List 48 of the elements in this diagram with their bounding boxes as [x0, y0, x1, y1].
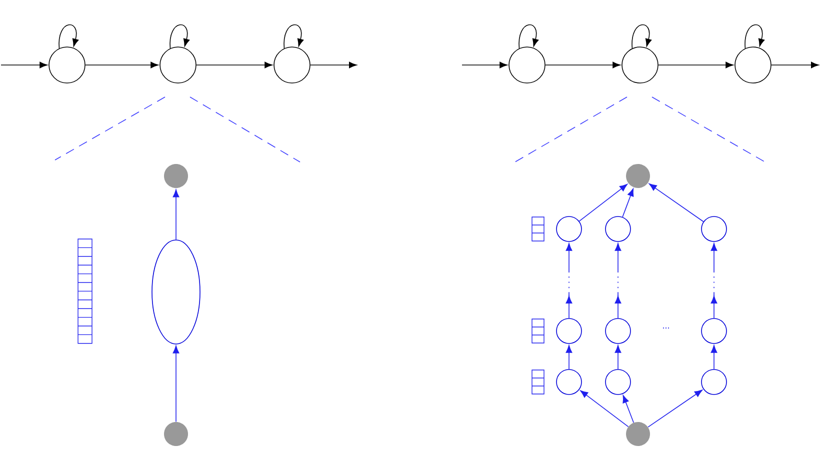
arrow — [566, 345, 572, 370]
arrow — [196, 62, 272, 68]
arrow — [648, 390, 702, 428]
arrow — [580, 390, 629, 428]
arrow — [85, 62, 158, 68]
circle-node — [701, 318, 727, 344]
state-circle — [508, 46, 546, 84]
state-circle — [160, 46, 196, 84]
arrow — [58, 24, 79, 49]
circle-node — [556, 369, 582, 395]
circle-node — [701, 216, 727, 242]
filled-circle — [164, 164, 188, 188]
arrow — [0, 62, 48, 68]
state-circle — [734, 46, 772, 84]
arrow — [622, 188, 634, 218]
circle-node — [605, 216, 631, 242]
arrow — [172, 189, 180, 240]
arrow — [710, 345, 718, 370]
circle-node — [701, 369, 727, 395]
arrow — [648, 183, 704, 222]
arrow — [172, 346, 180, 422]
arrow — [578, 184, 628, 222]
circle-node — [605, 318, 631, 344]
arrow — [744, 24, 765, 49]
circle-node — [556, 216, 582, 242]
arrow — [614, 345, 622, 370]
arrow — [310, 62, 357, 68]
arrow — [658, 62, 734, 68]
filled-circle — [626, 164, 650, 188]
circle-node — [605, 369, 631, 395]
circle-node — [556, 318, 582, 344]
state-circle — [48, 46, 86, 84]
ellipse-node — [152, 240, 200, 344]
filled-circle — [164, 422, 188, 446]
arrow — [518, 24, 539, 49]
arrow — [170, 24, 190, 49]
arrow — [284, 24, 304, 49]
arrow — [622, 395, 634, 423]
arrow — [566, 243, 572, 318]
arrow — [632, 24, 652, 49]
arrow — [545, 62, 620, 68]
state-circle — [622, 46, 658, 84]
arrow — [771, 62, 819, 68]
state-circle — [274, 46, 310, 84]
filled-circle — [626, 422, 650, 446]
arrow — [710, 243, 718, 318]
arrow — [614, 243, 622, 318]
arrow — [462, 62, 508, 68]
